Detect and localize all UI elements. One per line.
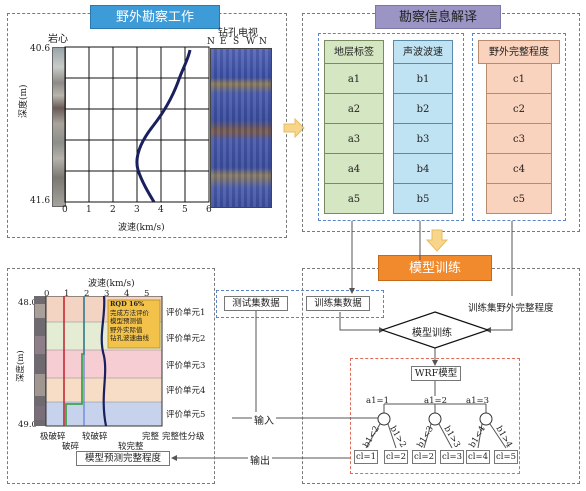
rtick-1: 1 — [64, 289, 70, 299]
cell-c3: c3 — [486, 123, 552, 154]
rtick-0: 0 — [44, 289, 50, 299]
wrf-model-box: WRF模型 — [411, 366, 461, 381]
branch-a1-1: a1=1 — [366, 396, 390, 406]
cell-c4: c4 — [486, 153, 552, 184]
compass-e: E — [220, 37, 227, 47]
legend-actual: 野外实际值 — [110, 325, 143, 334]
grade-very-broken: 极破碎 — [40, 432, 66, 442]
cell-a2: a2 — [324, 93, 384, 124]
cell-a3: a3 — [324, 123, 384, 154]
rtick-3: 3 — [104, 289, 110, 299]
input-label: 输入 — [252, 412, 276, 427]
node-a1-3 — [479, 412, 493, 426]
rtick-5: 5 — [144, 289, 150, 299]
interpretation-title: 勘察信息解译 — [375, 5, 501, 29]
train-set-box: 训练集数据 — [306, 296, 370, 311]
compass-w: W — [246, 37, 256, 47]
node-a1-2 — [428, 412, 442, 426]
result-depth-label: 深度(m) — [16, 350, 26, 382]
result-chart — [34, 296, 163, 427]
cell-a4: a4 — [324, 153, 384, 184]
eval-unit-1: 评价单元1 — [166, 308, 206, 318]
leaf-cl-5: cl=5 — [494, 450, 518, 464]
result-panel — [7, 268, 215, 484]
branch-a1-3: a1=3 — [466, 396, 490, 406]
leaf-cl-2a: cl=2 — [384, 450, 408, 464]
compass-s: S — [233, 37, 240, 47]
eval-unit-2: 评价单元2 — [166, 334, 206, 344]
cell-b5: b5 — [393, 183, 453, 214]
cell-c2: c2 — [486, 93, 552, 124]
tick-3: 3 — [134, 205, 140, 215]
field-velocity-curve — [135, 49, 192, 203]
prediction-box: 模型预测完整程度 — [76, 451, 170, 466]
grade-classification: 完整性分级 — [162, 432, 205, 442]
test-set-box: 测试集数据 — [224, 296, 288, 311]
arrow-right-1 — [283, 118, 305, 138]
tick-1: 1 — [86, 205, 92, 215]
grade-relatively-broken: 较破碎 — [82, 432, 108, 442]
arrow-down-1 — [425, 229, 449, 252]
cell-b2: b2 — [393, 93, 453, 124]
tick-6: 6 — [206, 205, 212, 215]
model-training-title: 模型训练 — [378, 255, 492, 281]
output-label: 输出 — [248, 452, 272, 467]
compass-n1: N — [207, 37, 215, 47]
branch-a1-2: a1=2 — [424, 396, 448, 406]
core-label: 岩心 — [48, 34, 68, 45]
tick-2: 2 — [110, 205, 116, 215]
rtick-4: 4 — [124, 289, 130, 299]
labels-velocity-group — [318, 33, 464, 221]
training-diamond — [380, 311, 490, 349]
cell-b3: b3 — [393, 123, 453, 154]
grade-relatively-intact: 较完整 — [118, 442, 144, 452]
tick-5: 5 — [182, 205, 188, 215]
result-legend: RQD 16% 完成方法评价 模型预测值 野外实际值 钻孔波速曲线 — [110, 300, 164, 343]
depth-bottom: 41.6 — [30, 196, 51, 206]
borehole-tv-label: 钻孔电视 — [218, 28, 258, 39]
integrity-group — [472, 33, 566, 221]
cell-a1: a1 — [324, 63, 384, 94]
leaf-cl-1: cl=1 — [354, 450, 378, 464]
field-velocity-label: 波速(km/s) — [118, 223, 165, 233]
cell-c5: c5 — [486, 183, 552, 214]
result-depth-top: 48.0 — [18, 298, 37, 308]
result-depth-bottom: 49.0 — [18, 420, 37, 430]
cell-a5: a5 — [324, 183, 384, 214]
legend-method: 完成方法评价 — [110, 308, 149, 317]
rtick-2: 2 — [84, 289, 90, 299]
cell-b4: b4 — [393, 153, 453, 184]
tick-0: 0 — [62, 205, 68, 215]
eval-unit-5: 评价单元5 — [166, 410, 206, 420]
grade-intact: 完整 — [142, 432, 160, 442]
leaf-cl-4: cl=4 — [466, 450, 490, 464]
cell-b1: b1 — [393, 63, 453, 94]
legend-rqd: RQD 16% — [110, 300, 145, 308]
leaf-cl-3: cl=3 — [440, 450, 464, 464]
leaf-cl-2b: cl=2 — [412, 450, 436, 464]
borehole-tv-image — [210, 48, 272, 208]
tick-4: 4 — [158, 205, 164, 215]
dataset-group — [216, 290, 384, 318]
legend-predicted: 模型预测值 — [110, 317, 143, 325]
result-velocity-label: 波速(km/s) — [88, 279, 135, 289]
diamond-label: 模型训练 — [412, 328, 452, 339]
field-velocity-chart — [64, 46, 210, 203]
compass-n2: N — [259, 37, 267, 47]
field-work-title: 野外勘察工作 — [90, 5, 220, 29]
eval-unit-4: 评价单元4 — [166, 386, 206, 396]
node-a1-1 — [377, 412, 391, 426]
depth-top: 40.6 — [30, 44, 51, 54]
train-integrity-label: 训练集野外完整程度 — [468, 303, 554, 314]
eval-unit-3: 评价单元3 — [166, 361, 206, 371]
field-velocity-ticks: 0 1 2 3 4 5 6 — [59, 205, 219, 217]
grade-broken: 破碎 — [62, 442, 80, 452]
legend-velocity-curve: 钻孔波速曲线 — [110, 334, 149, 342]
